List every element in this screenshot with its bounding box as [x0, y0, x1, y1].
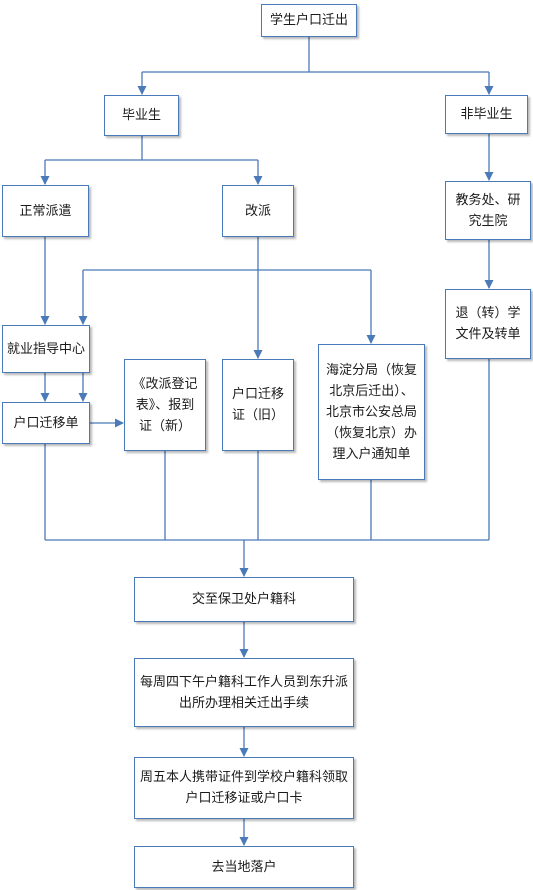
node-migration-slip: 户口迁移单 — [2, 402, 90, 444]
node-academic-office: 教务处、研 究生院 — [445, 181, 531, 240]
node-security-office: 交至保卫处户籍科 — [134, 577, 354, 622]
node-normal-dispatch: 正常派遣 — [2, 185, 89, 237]
node-employment-center: 就业指导中心 — [2, 325, 90, 373]
node-non-graduate: 非毕业生 — [445, 95, 528, 134]
node-re-dispatch: 改派 — [222, 185, 294, 237]
node-re-dispatch-form: 《改派登记 表》、报到 证（新） — [124, 359, 206, 451]
node-withdraw-transfer-docs: 退（转）学 文件及转单 — [445, 289, 531, 359]
node-student-migration-out: 学生户口迁出 — [261, 4, 357, 37]
node-graduate: 毕业生 — [104, 95, 179, 136]
node-settle-locally: 去当地落户 — [134, 846, 354, 888]
node-thursday-procedure: 每周四下午户籍科工作人员到东升派 出所办理相关迁出手续 — [134, 658, 354, 727]
node-old-certificate: 户口迁移 证（旧） — [222, 359, 294, 451]
node-police-notice: 海淀分局（恢复 北京后迁出）、 北京市公安总局 （恢复北京）办 理入户通知单 — [318, 344, 425, 480]
node-friday-pickup: 周五本人携带证件到学校户籍科领取 户口迁移证或户口卡 — [134, 757, 354, 819]
